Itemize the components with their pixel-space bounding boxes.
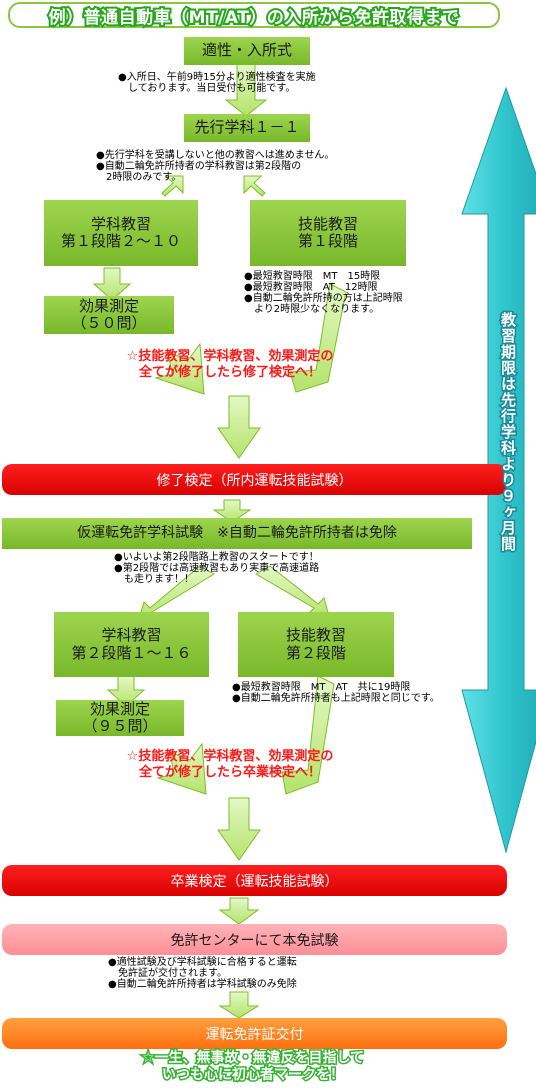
arrow-academic1-to-effect1 (92, 267, 132, 301)
arrow-stage2-down (217, 797, 261, 861)
step-effect-test2: 効果測定 （９５問） (56, 700, 184, 736)
footer-message: ☆一生、無事故・無違反を目指して いつも心に初心者マークを！ (140, 1049, 365, 1085)
arrow-skill2-merge (281, 675, 335, 795)
step-prior-course: 先行学科１－１ (184, 114, 310, 142)
step-stage1-skill: 技能教習 第１段階 (250, 200, 406, 266)
arrow-prior-to-skill1 (243, 175, 266, 197)
arrow-prior-to-academic1 (161, 175, 184, 197)
arrow-center-to-issue (218, 991, 260, 1019)
note-license: ●適性試験及び学科試験に合格すると運転 免許証が交付されます。 ●自動二輪免許所… (108, 957, 297, 990)
arrow-graduation-to-center (218, 897, 260, 925)
step-license-issue: 運転免許証交付 (2, 1018, 507, 1049)
step-license-center: 免許センターにて本免試験 (2, 924, 507, 955)
arrow-completion-to-provisional (212, 499, 252, 523)
step-effect-test1: 効果測定 （５０問） (44, 296, 174, 334)
arrow-effect2-merge (156, 742, 207, 795)
note-stage1-skill: ●最短教習時限 MT 15時限 ●最短教習時限 AT 12時限 ●自動二輪免許所… (244, 271, 403, 315)
step-stage2-skill: 技能教習 第２段階 (238, 612, 394, 677)
step-provisional-exam: 仮運転免許学科試験 ※自動二輪免許所持者は免除 (2, 518, 472, 549)
page-title: 例）普通自動車（MT/AT）の入所から免許取得まで (47, 6, 461, 30)
step-graduation-exam: 卒業検定（運転技能試験） (2, 865, 507, 896)
arrow-skill1-merge (289, 283, 347, 393)
message-stage1-complete: ☆技能教習、学科教習、効果測定の 全てが修了したら修了検定へ！ (126, 349, 334, 380)
step-aptitude: 適性・入所式 (184, 37, 310, 65)
title-banner: 例）普通自動車（MT/AT）の入所から免許取得まで (8, 2, 500, 30)
period-label: 教習期限は先行学科より９ヶ月間 (498, 311, 519, 554)
arrow-aptitude-to-prior (224, 63, 268, 117)
note-aptitude: ●入所日、午前9時15分より適性検査を実施 しております。当日受付も可能です。 (118, 72, 316, 94)
arrow-academic2-to-effect2 (106, 675, 146, 707)
note-provisional: ●いよいよ第2段階路上教習のスタートです！ ●第2段階では高速教習もあり実車で高… (114, 552, 320, 585)
arrow-provisional-to-skill2 (255, 565, 331, 621)
arrow-effect1-merge (154, 342, 205, 395)
step-completion-exam: 修了検定（所内運転技能試験） (2, 464, 507, 495)
step-stage1-academic: 学科教習 第１段階２～１０ (44, 200, 198, 266)
arrow-stage1-down (217, 395, 261, 459)
note-stage2-skill: ●最短教習時限 MT AT 共に19時限 ●自動二輪免許所持者も上記時限と同じで… (232, 682, 440, 704)
message-stage2-complete: ☆技能教習、学科教習、効果測定の 全てが修了したら卒業検定へ！ (126, 749, 334, 780)
step-stage2-academic: 学科教習 第２段階１～１６ (54, 612, 209, 677)
note-prior-course: ●先行学科を受講しないと他の教習へは進めません。 ●自動二輪免許所持者の学科教習… (96, 150, 335, 183)
